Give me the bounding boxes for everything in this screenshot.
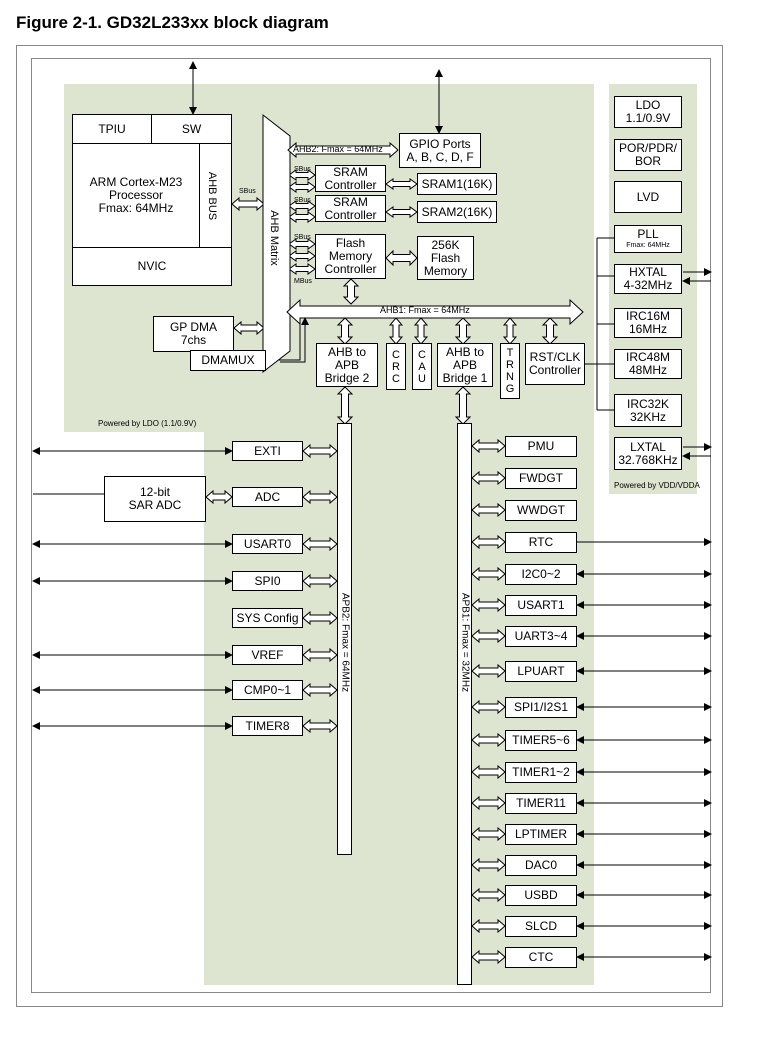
ahb-matrix-label: AHB Matrix bbox=[267, 210, 280, 266]
apb1-periph-lpuart: LPUART bbox=[505, 661, 577, 682]
por-pdr-bor-block: POR/PDR/ BOR bbox=[614, 139, 682, 171]
apb1-periph-rtc: RTC bbox=[505, 532, 577, 553]
pll-block: PLL Fmax: 64MHz bbox=[614, 225, 682, 253]
lxtal-block: LXTAL 32.768KHz bbox=[614, 437, 682, 470]
rst-clk-controller: RST/CLK Controller bbox=[525, 343, 585, 385]
sbus-label-flash: SBus bbox=[294, 234, 311, 241]
ahb-apb-bridge2: AHB to APB Bridge 2 bbox=[316, 343, 378, 387]
apb2-periph-sys-config: SYS Config bbox=[232, 608, 303, 628]
ldo-block: LDO 1.1/0.9V bbox=[614, 96, 682, 128]
dmamux-block: DMAMUX bbox=[190, 350, 266, 371]
powered-by-vdd-label: Powered by VDD/VDDA bbox=[614, 481, 700, 490]
figure-title: Figure 2-1. GD32L233xx block diagram bbox=[16, 13, 329, 32]
nvic-block: NVIC bbox=[72, 247, 232, 286]
sram-controller-2: SRAM Controller bbox=[315, 195, 386, 222]
ahb1-bus bbox=[286, 298, 584, 326]
apb1-periph-slcd: SLCD bbox=[505, 916, 577, 937]
pll-fmax-label: Fmax: 64MHz bbox=[626, 242, 670, 249]
apb1-periph-timer5-6: TIMER5~6 bbox=[505, 730, 577, 751]
apb1-periph-lptimer: LPTIMER bbox=[505, 824, 577, 845]
processor-block: ARM Cortex-M23 Processor Fmax: 64MHz bbox=[89, 175, 183, 215]
apb1-periph-uart3-4: UART3~4 bbox=[505, 626, 577, 647]
flash-memory: 256K Flash Memory bbox=[417, 236, 474, 280]
ahb-matrix-shape bbox=[262, 114, 291, 374]
powered-by-ldo-label: Powered by LDO (1.1/0.9V) bbox=[98, 419, 197, 428]
sar-adc-block: 12-bit SAR ADC bbox=[104, 476, 206, 522]
apb2-periph-vref: VREF bbox=[232, 645, 303, 665]
sbus-label-core: SBus bbox=[239, 188, 256, 195]
apb1-periph-timer1-2: TIMER1~2 bbox=[505, 762, 577, 783]
ahb1-label: AHB1: Fmax = 64MHz bbox=[380, 305, 470, 315]
apb1-periph-fwdgt: FWDGT bbox=[505, 468, 577, 489]
apb2-periph-timer8: TIMER8 bbox=[232, 716, 303, 736]
apb2-periph-cmp0-1: CMP0~1 bbox=[232, 680, 303, 700]
irc32k-block: IRC32K 32KHz bbox=[614, 394, 682, 427]
apb2-label: APB2: Fmax = 64MHz bbox=[339, 592, 351, 693]
outer-frame bbox=[16, 45, 723, 1007]
apb1-periph-spi1-i2s1: SPI1/I2S1 bbox=[505, 697, 577, 718]
gpio-block: GPIO Ports A, B, C, D, F bbox=[399, 133, 481, 168]
cau-block: C A U bbox=[412, 343, 432, 390]
ahb2-bus bbox=[287, 141, 399, 159]
hxtal-block: HXTAL 4-32MHz bbox=[614, 264, 682, 294]
trng-block: T R N G bbox=[500, 343, 520, 399]
apb1-periph-usbd: USBD bbox=[505, 885, 577, 906]
apb1-periph-i2c0-2: I2C0~2 bbox=[505, 564, 577, 585]
tpiu-block: TPIU bbox=[72, 114, 152, 144]
apb1-bus bbox=[457, 423, 472, 985]
sram1-block: SRAM1(16K) bbox=[417, 173, 497, 195]
apb2-periph-spi0: SPI0 bbox=[232, 571, 303, 591]
sram2-block: SRAM2(16K) bbox=[417, 201, 497, 223]
apb2-bus bbox=[337, 423, 352, 855]
ahb-bus-column bbox=[199, 143, 232, 248]
crc-block: C R C bbox=[386, 343, 406, 390]
apb1-periph-wwdgt: WWDGT bbox=[505, 500, 577, 521]
apb1-periph-usart1: USART1 bbox=[505, 595, 577, 616]
irc16m-block: IRC16M 16MHz bbox=[614, 308, 682, 338]
apb2-periph-adc: ADC bbox=[232, 487, 303, 507]
apb1-label: APB1: Fmax = 32MHz bbox=[459, 592, 471, 693]
apb1-periph-pmu: PMU bbox=[505, 436, 577, 457]
flash-controller: Flash Memory Controller bbox=[315, 234, 386, 279]
ahb2-label: AHB2: Fmax = 64MHz bbox=[293, 144, 383, 154]
mbus-label-flash: MBus bbox=[294, 278, 312, 285]
sbus-label-sram1: SBus bbox=[294, 166, 311, 173]
irc48m-block: IRC48M 48MHz bbox=[614, 349, 682, 379]
ahb-bus-label: AHB BUS bbox=[206, 171, 219, 221]
sbus-label-sram2: SBus bbox=[294, 197, 311, 204]
apb2-periph-exti: EXTI bbox=[232, 441, 303, 461]
ahb-apb-bridge1: AHB to APB Bridge 1 bbox=[437, 343, 493, 387]
apb1-periph-dac0: DAC0 bbox=[505, 855, 577, 876]
inner-frame bbox=[31, 58, 711, 993]
gp-dma-block: GP DMA 7chs bbox=[153, 316, 234, 352]
sram-controller-1: SRAM Controller bbox=[315, 165, 386, 192]
sw-block: SW bbox=[151, 114, 232, 144]
lvd-block: LVD bbox=[614, 181, 682, 213]
pll-label: PLL bbox=[637, 227, 659, 241]
apb2-periph-usart0: USART0 bbox=[232, 534, 303, 554]
apb1-periph-timer11: TIMER11 bbox=[505, 793, 577, 814]
apb1-periph-ctc: CTC bbox=[505, 947, 577, 968]
